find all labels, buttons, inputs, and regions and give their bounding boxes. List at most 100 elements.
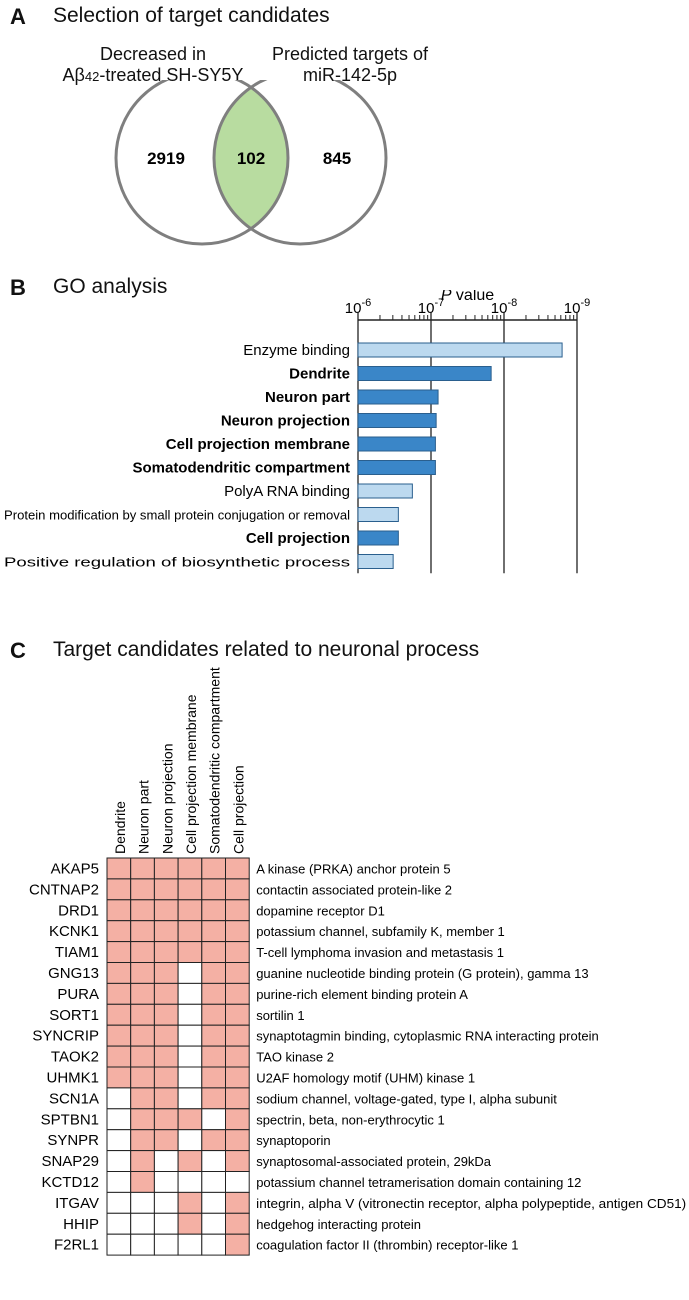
annotation-cell <box>130 1150 155 1173</box>
gene-symbol: HHIP <box>63 1216 99 1233</box>
tick-label: 10-7 <box>418 297 444 317</box>
panel-c-title: Target candidates related to neuronal pr… <box>53 638 480 661</box>
annotation-cell <box>153 1066 179 1089</box>
gene-symbol: SCN1A <box>49 1090 99 1107</box>
venn-right-label: Predicted targets of miR-142-5p <box>240 44 460 86</box>
annotation-cell <box>177 899 203 922</box>
tick-label: 10-8 <box>491 297 517 317</box>
gene-symbol: TAOK2 <box>51 1049 99 1066</box>
annotation-cell <box>225 1066 250 1089</box>
annotation-cell <box>177 1129 203 1152</box>
venn-overlap-region <box>214 80 288 244</box>
annotation-cell <box>106 857 132 880</box>
go-bar <box>357 342 563 358</box>
go-bar <box>357 507 399 522</box>
annotation-cell <box>225 1233 250 1256</box>
annotation-cell <box>201 962 227 984</box>
annotation-cell <box>201 1087 227 1110</box>
annotation-cell <box>201 1108 227 1131</box>
annotation-cell <box>225 920 250 943</box>
annotation-cell <box>177 1045 203 1068</box>
annotation-cell <box>106 1191 132 1214</box>
annotation-cell <box>177 1171 203 1193</box>
annotation-cell <box>225 1003 250 1026</box>
column-header: Cell projection membrane <box>183 694 199 854</box>
gene-description: synaptotagmin binding, cytoplasmic RNA i… <box>256 1029 599 1044</box>
gene-symbol: F2RL1 <box>54 1237 99 1254</box>
venn-diagram: 2919 102 845 <box>114 80 388 246</box>
annotation-cell <box>153 982 179 1005</box>
panel-c-letter: C <box>10 638 26 663</box>
go-bar <box>357 554 394 569</box>
annotation-cell <box>225 1108 250 1131</box>
annotation-cell <box>130 1129 155 1152</box>
annotation-cell <box>201 878 227 901</box>
gene-description: guanine nucleotide binding protein (G pr… <box>256 966 588 981</box>
gene-symbol: KCTD12 <box>41 1174 99 1191</box>
annotation-cell <box>225 878 250 901</box>
annotation-cell <box>201 1212 227 1235</box>
annotation-cell <box>130 878 155 901</box>
panel-b-title: GO analysis <box>53 275 168 298</box>
go-bar <box>357 389 439 405</box>
venn-left-label-line1: Decreased in <box>99 44 207 64</box>
annotation-cell <box>177 1066 203 1089</box>
go-category-label: Neuron part <box>265 389 350 406</box>
gene-symbol: KCNK1 <box>49 923 99 940</box>
venn-left-label: Decreased in Aβ42-treated SH-SY5Y <box>28 44 278 87</box>
gene-symbol: SYNPR <box>47 1132 99 1149</box>
gene-description: contactin associated protein-like 2 <box>256 882 452 897</box>
gene-symbol: ITGAV <box>55 1195 99 1212</box>
annotation-cell <box>201 1171 227 1193</box>
annotation-cell <box>201 1150 227 1173</box>
gene-description: U2AF homology motif (UHM) kinase 1 <box>256 1070 475 1085</box>
annotation-cell <box>153 941 179 964</box>
annotation-cell <box>106 1087 132 1110</box>
annotation-cell <box>106 962 132 984</box>
annotation-cell <box>130 1066 155 1089</box>
annotation-cell <box>130 1024 155 1047</box>
annotation-cell <box>177 941 203 964</box>
go-category-label: Dendrite <box>289 366 350 383</box>
annotation-cell <box>106 1171 132 1193</box>
gene-description: hedgehog interacting protein <box>256 1217 421 1232</box>
annotation-cell <box>177 857 203 880</box>
gene-description: sortilin 1 <box>256 1008 304 1023</box>
venn-left-circle <box>114 80 290 246</box>
go-category-label: Neuron projection <box>221 413 350 430</box>
annotation-cell <box>201 1024 227 1047</box>
go-category-label: Protein modification by small protein co… <box>4 508 350 523</box>
gene-symbol: DRD1 <box>58 902 99 919</box>
annotation-cell <box>153 1212 179 1235</box>
annotation-cell <box>106 1024 132 1047</box>
gene-description: coagulation factor II (thrombin) recepto… <box>256 1238 518 1253</box>
annotation-cell <box>225 857 250 880</box>
annotation-cell <box>130 899 155 922</box>
gene-description: purine-rich element binding protein A <box>256 987 468 1002</box>
annotation-cell <box>201 1191 227 1214</box>
panel-a-letter: A <box>10 4 26 29</box>
venn-overlap-count: 102 <box>237 149 265 168</box>
annotation-cell <box>201 857 227 880</box>
annotation-cell <box>153 1024 179 1047</box>
annotation-cell <box>130 1003 155 1026</box>
annotation-cell <box>130 1087 155 1110</box>
annotation-cell <box>106 1003 132 1026</box>
go-category-label: Cell projection <box>246 530 350 547</box>
annotation-cell <box>106 1233 132 1256</box>
annotation-cell <box>106 1129 132 1152</box>
gene-description: A kinase (PRKA) anchor protein 5 <box>256 861 450 876</box>
annotation-cell <box>225 1129 250 1152</box>
annotation-cell <box>201 1066 227 1089</box>
annotation-cell <box>153 899 179 922</box>
annotation-cell <box>130 941 155 964</box>
gene-symbol: SORT1 <box>49 1007 99 1024</box>
gene-symbol: SYNCRIP <box>32 1028 99 1045</box>
gene-description: spectrin, beta, non-erythrocytic 1 <box>256 1112 445 1127</box>
annotation-cell <box>225 899 250 922</box>
gene-description: integrin, alpha V (vitronectin receptor,… <box>256 1196 686 1211</box>
column-header: Neuron projection <box>159 743 175 854</box>
gene-description: synaptoporin <box>256 1133 330 1148</box>
column-header: Somatodendritic compartment <box>207 667 223 854</box>
